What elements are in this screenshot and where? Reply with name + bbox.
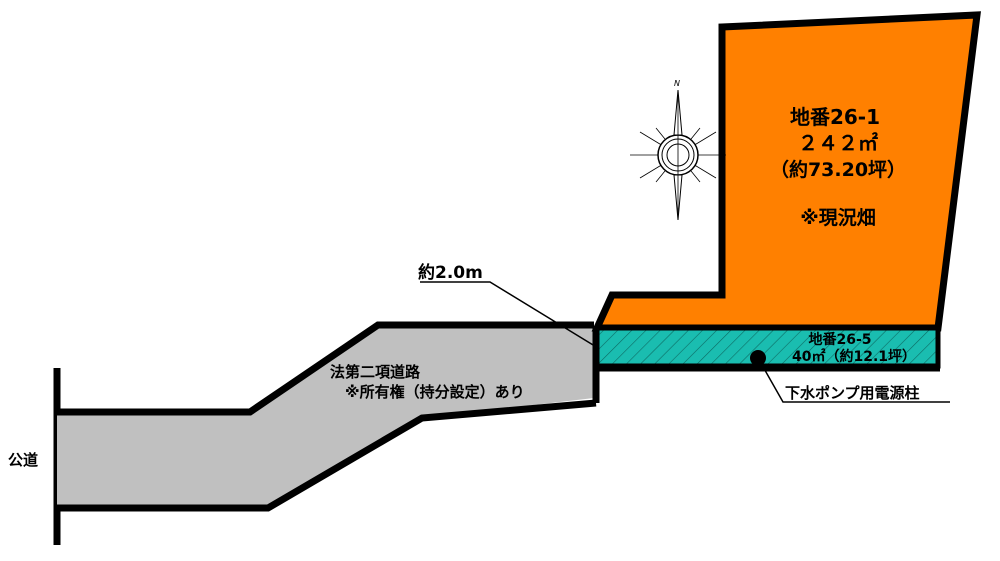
plot-main-area: ２４２㎡ bbox=[798, 131, 878, 155]
plot-main-note: ※現況畑 bbox=[800, 206, 875, 229]
plot-strip-lot: 地番26-5 bbox=[808, 331, 871, 348]
plot-main-lot: 地番26-1 bbox=[790, 105, 880, 129]
north-label: N bbox=[674, 79, 680, 88]
plot-strip-area: 40㎡（約12.1坪） bbox=[792, 348, 916, 365]
public-road-label: 公道 bbox=[8, 451, 38, 469]
utility-pole-leader bbox=[757, 357, 950, 403]
plot-main-tsubo: （約73.20坪） bbox=[770, 158, 906, 181]
width-leader-line bbox=[420, 281, 599, 349]
road-name: 法第二項道路 bbox=[330, 363, 421, 381]
width-label: 約2.0m bbox=[418, 262, 483, 283]
compass-icon bbox=[630, 89, 726, 221]
road-bottom-edge bbox=[57, 399, 597, 512]
road-area bbox=[57, 325, 594, 508]
road-top-edge bbox=[57, 321, 594, 416]
road-note: ※所有権（持分設定）あり bbox=[345, 383, 525, 401]
pole-label: 下水ポンプ用電源柱 bbox=[785, 384, 920, 402]
